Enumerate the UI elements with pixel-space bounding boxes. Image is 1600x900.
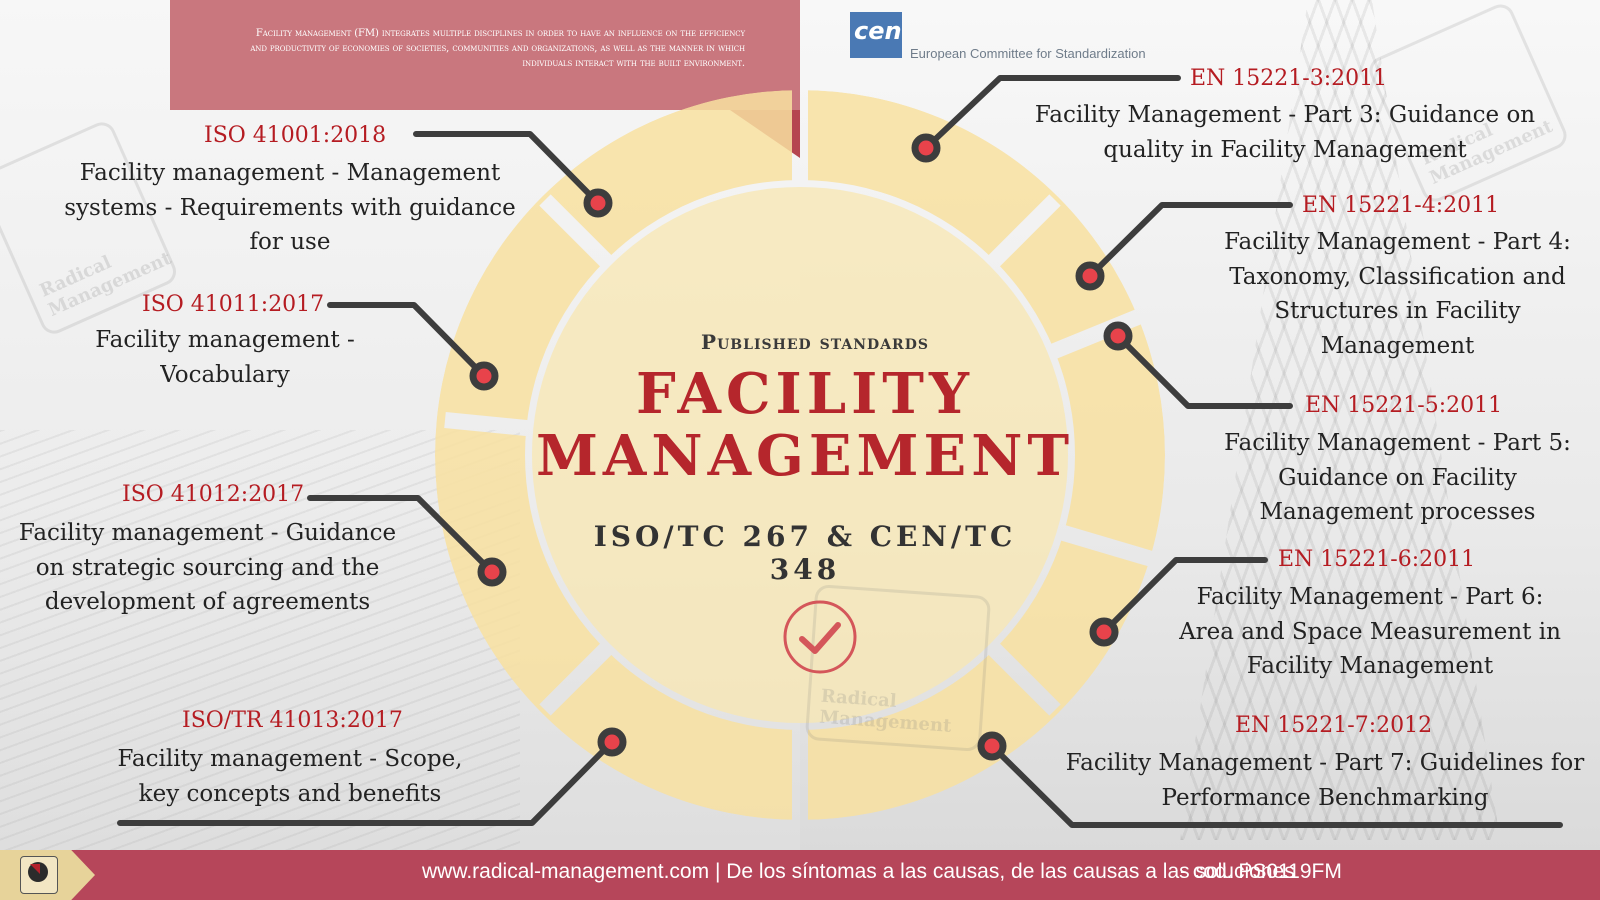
en-15221-3-code: EN 15221-3:2011 <box>1190 66 1388 91</box>
cen-logo: cen <box>850 12 902 58</box>
iso-41012-code: ISO 41012:2017 <box>122 482 305 507</box>
committee-codes: ISO/TC 267 & CEN/TC 348 <box>593 520 1017 586</box>
footer-text: www.radical-management.com | De los sínt… <box>422 860 1295 883</box>
iso-41001-title: Facility management - Management systems… <box>64 160 516 255</box>
en-15221-3-title: Facility Management - Part 3: Guidance o… <box>1034 102 1536 163</box>
center-title-line1: FACILITY <box>636 361 974 427</box>
en-15221-7-code: EN 15221-7:2012 <box>1235 713 1433 738</box>
iso-41011-title: Facility management - Vocabulary <box>95 327 355 388</box>
iso-41001-code: ISO 41001:2018 <box>204 123 387 148</box>
footer-bar <box>0 850 1600 900</box>
en-15221-5-code: EN 15221-5:2011 <box>1305 393 1503 418</box>
ring-center <box>532 187 1068 723</box>
center-title: FACILITY MANAGEMENT <box>520 363 1090 487</box>
center-subtitle: Published standards <box>701 330 929 354</box>
center-title-line2: MANAGEMENT <box>535 423 1075 489</box>
connector-en-4 <box>1087 202 1293 279</box>
connector-en-7 <box>989 743 1563 828</box>
radical-management-logo <box>20 856 58 894</box>
en-15221-6-title: Facility Management - Part 6: Area and S… <box>1179 584 1561 679</box>
node-en-5 <box>1103 321 1133 351</box>
node-iso-41012 <box>477 557 507 587</box>
iso-41011-code: ISO 41011:2017 <box>142 292 325 317</box>
connector-iso-41013 <box>117 739 615 826</box>
checkmark-icon <box>783 600 857 674</box>
connector-iso-41001 <box>413 131 601 206</box>
connector-en-5 <box>1115 333 1293 409</box>
en-15221-4-title: Facility Management - Part 4: Taxonomy, … <box>1224 229 1571 359</box>
connector-iso-41011 <box>327 302 487 379</box>
iso-41012-title: Facility management - Guidance on strate… <box>18 520 397 615</box>
en-15221-4-code: EN 15221-4:2011 <box>1302 193 1500 218</box>
node-iso-41011 <box>469 361 499 391</box>
standards-ring <box>435 90 1165 820</box>
connector-en-3 <box>923 75 1181 151</box>
node-en-7 <box>977 731 1007 761</box>
iso-41013-title: Facility management - Scope, key concept… <box>117 746 463 807</box>
intro-text: Facility management (FM) integrates mult… <box>250 28 745 69</box>
connector-iso-41012 <box>307 495 495 575</box>
cen-name: European Committee for Standardization <box>910 46 1146 61</box>
connector-en-6 <box>1101 557 1268 635</box>
building-photo <box>0 430 520 850</box>
en-15221-6-code: EN 15221-6:2011 <box>1278 547 1476 572</box>
node-en-4 <box>1075 261 1105 291</box>
en-15221-5-title: Facility Management - Part 5: Guidance o… <box>1224 430 1571 525</box>
intro-banner <box>170 0 800 110</box>
footer-code: - cod. PS0119FM <box>1180 860 1342 883</box>
cen-logo-text: cen <box>854 17 902 45</box>
node-en-6 <box>1089 617 1119 647</box>
node-iso-41013 <box>597 727 627 757</box>
en-15221-7-title: Facility Management - Part 7: Guidelines… <box>1065 750 1585 811</box>
node-iso-41001 <box>583 188 613 218</box>
iso-41013-code: ISO/TR 41013:2017 <box>182 708 403 733</box>
node-en-3 <box>911 133 941 163</box>
